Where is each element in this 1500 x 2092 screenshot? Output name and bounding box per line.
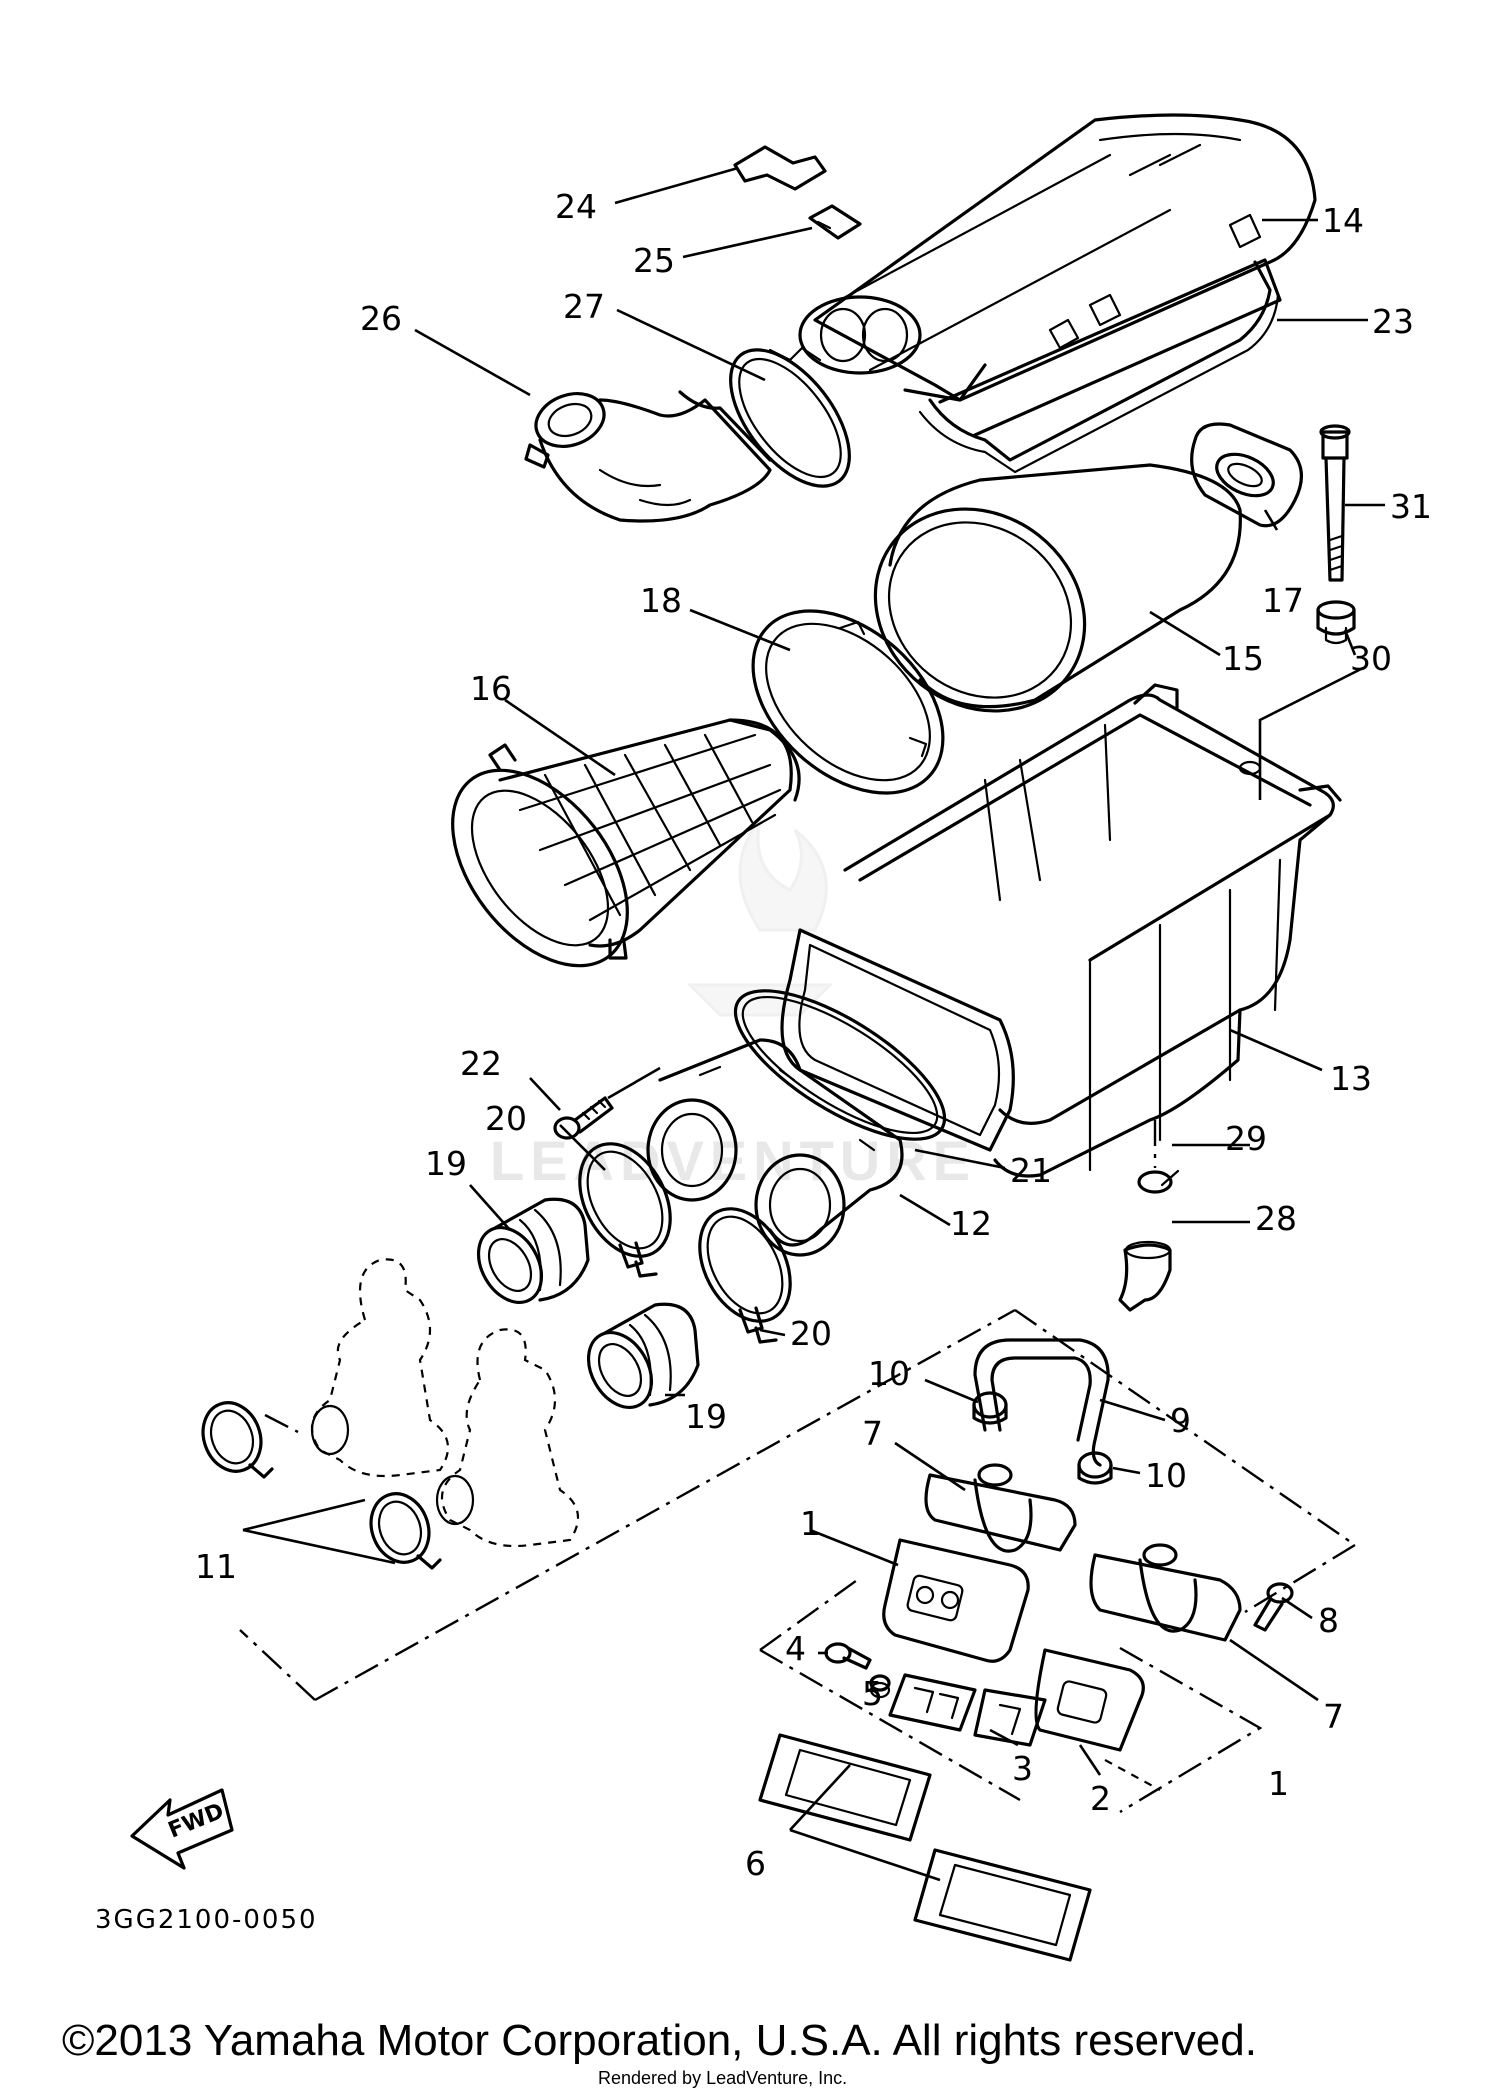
reed-manifold-7-left [924, 1463, 1077, 1553]
callout-19-lower: 19 [685, 1397, 727, 1436]
reed-valve-1-upper [882, 1538, 1030, 1663]
callout-9: 9 [1170, 1401, 1191, 1440]
carb-boot-19-upper [476, 1197, 590, 1304]
callout-27: 27 [563, 287, 605, 326]
callout-23: 23 [1372, 302, 1414, 341]
cover-gasket [918, 260, 1280, 474]
callout-26: 26 [360, 299, 402, 338]
watermark-logo [686, 819, 834, 1017]
cover-plate-17 [1190, 422, 1303, 528]
clamp-20-upper [578, 1142, 672, 1278]
callout-18: 18 [640, 581, 682, 620]
hose-clip-10-lower [1077, 1451, 1113, 1485]
joint-band-27 [729, 346, 851, 488]
callout-14: 14 [1322, 201, 1364, 240]
callout-1-lower: 1 [1268, 1764, 1289, 1803]
bolt-31 [1319, 424, 1351, 582]
callout-8: 8 [1318, 1601, 1339, 1640]
breather-hose-9 [973, 1338, 1110, 1467]
hose-clip-10-upper [972, 1391, 1008, 1425]
callout-25: 25 [633, 241, 675, 280]
joint-12 [646, 1038, 904, 1257]
assembly-phantom-lines [239, 1120, 1356, 1814]
copyright-text: ©2013 Yamaha Motor Corporation, U.S.A. A… [62, 2016, 1257, 2065]
carburetor-phantom [310, 1258, 580, 1548]
forward-arrow-icon: FWD [130, 1788, 234, 1870]
callout-28: 28 [1255, 1199, 1297, 1238]
reed-manifold-7-right [1089, 1543, 1242, 1642]
clamp-11-lower [369, 1492, 442, 1570]
o-ring-21 [733, 989, 947, 1141]
callout-24: 24 [555, 187, 597, 226]
callout-29: 29 [1225, 1119, 1267, 1158]
reed-valve-subassembly [888, 1648, 1145, 1752]
gasket-6-left [758, 1733, 932, 1842]
callout-20-lower: 20 [790, 1314, 832, 1353]
clamp-11-upper [201, 1401, 274, 1479]
filter-ring-18 [751, 609, 945, 795]
callout-13: 13 [1330, 1059, 1372, 1098]
bolt-8 [1253, 1582, 1294, 1632]
rendered-by-text: Rendered by LeadVenture, Inc. [598, 2068, 847, 2088]
callout-4: 4 [785, 1629, 806, 1668]
callout-15: 15 [1222, 639, 1264, 678]
clip-24 [733, 145, 827, 191]
gasket-6-right [913, 1848, 1092, 1962]
callout-7-upper: 7 [862, 1414, 883, 1453]
callout-19-upper: 19 [425, 1144, 467, 1183]
callout-11: 11 [195, 1547, 237, 1586]
clip-25 [808, 204, 862, 240]
callout-7-lower: 7 [1323, 1697, 1344, 1736]
callout-10-lower: 10 [1145, 1456, 1187, 1495]
clamp-20-lower [698, 1207, 792, 1344]
carb-boot-19-lower [586, 1302, 700, 1409]
screw-4 [824, 1642, 872, 1670]
callout-5: 5 [862, 1674, 883, 1713]
drain-plug-28 [1118, 1240, 1172, 1312]
callout-1-upper: 1 [800, 1504, 821, 1543]
callout-10-upper: 10 [868, 1354, 910, 1393]
intake-duct [524, 390, 772, 523]
callout-12: 12 [950, 1204, 992, 1243]
callout-30: 30 [1350, 639, 1392, 678]
callout-31: 31 [1390, 487, 1432, 526]
leader-lines [242, 166, 1385, 1882]
callout-16: 16 [470, 669, 512, 708]
clip-29 [1137, 1169, 1180, 1194]
callout-2: 2 [1090, 1779, 1111, 1818]
screw-22 [553, 1096, 614, 1140]
diagram-code: 3GG2100-0050 [95, 1905, 318, 1935]
callout-17: 17 [1262, 581, 1304, 620]
callout-20-upper: 20 [485, 1099, 527, 1138]
filter-wrap-15 [873, 463, 1242, 713]
air-box-cover [798, 113, 1317, 437]
callout-22: 22 [460, 1044, 502, 1083]
callout-21: 21 [1010, 1151, 1052, 1190]
air-box-13 [780, 683, 1342, 1178]
grommet-30 [1316, 600, 1356, 645]
filter-cage-16 [451, 718, 801, 968]
callout-3: 3 [1012, 1749, 1033, 1788]
callout-labels: 24 25 14 23 27 26 31 17 30 18 15 16 13 2… [195, 187, 1432, 1883]
callout-6: 6 [745, 1844, 766, 1883]
